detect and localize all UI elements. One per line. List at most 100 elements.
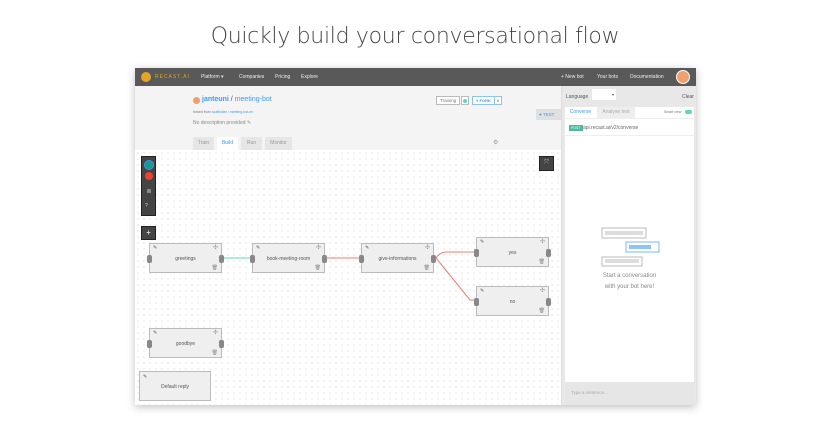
input-port[interactable] bbox=[147, 340, 152, 348]
input-port[interactable] bbox=[359, 255, 364, 263]
output-port[interactable] bbox=[219, 340, 224, 348]
pencil-icon[interactable]: ✎ bbox=[365, 245, 370, 251]
logo-text[interactable]: RECAST.AI bbox=[155, 73, 190, 80]
documentation-link[interactable]: Documentation bbox=[630, 74, 664, 80]
forked-owner-link[interactable]: scaffolder bbox=[211, 110, 227, 114]
move-icon[interactable]: ✣ bbox=[315, 245, 321, 251]
flow-node[interactable]: ✎✣give-informations🗑 bbox=[359, 243, 436, 273]
bot-name[interactable]: meeting-bot bbox=[234, 96, 272, 103]
pencil-icon[interactable]: ✎ bbox=[480, 239, 485, 245]
flow-node[interactable]: ✎✣book-meeting-room🗑 bbox=[250, 243, 327, 273]
pencil-icon[interactable]: ✎ bbox=[256, 245, 261, 251]
forked-label: forked from bbox=[193, 110, 211, 114]
success-node-tool[interactable] bbox=[144, 160, 154, 170]
node-label: greetings bbox=[175, 256, 196, 262]
nav-explore[interactable]: Explore bbox=[301, 74, 318, 80]
owner-avatar bbox=[193, 97, 200, 104]
top-nav: RECAST.AI Platform ▾ Companies Pricing E… bbox=[135, 68, 696, 86]
description: No description provided bbox=[193, 120, 246, 126]
new-bot-link[interactable]: + New bot bbox=[561, 74, 584, 80]
stop-tool-icon[interactable] bbox=[147, 189, 151, 193]
app-window: RECAST.AI Platform ▾ Companies Pricing E… bbox=[135, 68, 696, 405]
empty-state-line1: Start a conversation bbox=[602, 273, 657, 279]
flow-node[interactable]: ✎✣yes🗑 bbox=[474, 237, 551, 267]
training-button[interactable]: Training bbox=[436, 96, 461, 105]
bot-header: janteuni / meeting-bot forked from scaff… bbox=[135, 86, 561, 150]
avatar[interactable] bbox=[676, 70, 690, 84]
clear-button[interactable]: Clear bbox=[682, 94, 694, 100]
output-port[interactable] bbox=[322, 255, 327, 263]
help-icon[interactable]: ? bbox=[145, 203, 148, 209]
tab-monitor[interactable]: Monitor bbox=[265, 137, 292, 150]
move-icon[interactable]: ✣ bbox=[212, 245, 218, 251]
training-status bbox=[461, 96, 469, 105]
input-port[interactable] bbox=[147, 255, 152, 263]
flow-node[interactable]: ✎ ✣ goodbye 🗑 bbox=[147, 328, 224, 358]
forked-bot-link[interactable]: meeting-bot-en bbox=[229, 110, 254, 114]
language-label: Language bbox=[566, 94, 589, 100]
empty-state-line2: with your bot here! bbox=[604, 284, 655, 290]
separator: / bbox=[230, 96, 233, 103]
output-port[interactable] bbox=[546, 298, 551, 306]
output-port[interactable] bbox=[546, 249, 551, 257]
fork-label: ⑂ FORK bbox=[476, 98, 491, 103]
smart-view-label: Smart view bbox=[664, 110, 682, 114]
test-panel: Language ▾ Clear Converse Analyse text S… bbox=[561, 86, 696, 405]
add-node-button[interactable]: + bbox=[141, 226, 156, 240]
endpoint: api.recast.ai/v2/converse bbox=[583, 125, 639, 131]
method-badge: POST bbox=[569, 125, 583, 131]
nav-pricing[interactable]: Pricing bbox=[275, 74, 291, 80]
input-port[interactable] bbox=[474, 249, 479, 257]
tab-run[interactable]: Run bbox=[241, 137, 262, 150]
tab-train[interactable]: Train bbox=[193, 137, 214, 150]
output-port[interactable] bbox=[431, 255, 436, 263]
trash-icon[interactable]: 🗑 bbox=[211, 350, 218, 356]
link-give-yes bbox=[435, 251, 475, 259]
pencil-icon[interactable]: ✎ bbox=[153, 245, 158, 251]
flow-canvas[interactable]: ? + ⤧ ✎✣greetings🗑 ✎✣book-meeting-room🗑 … bbox=[135, 150, 561, 405]
trash-icon[interactable]: 🗑 bbox=[538, 308, 545, 314]
nav-platform[interactable]: Platform ▾ bbox=[201, 74, 224, 80]
move-icon[interactable]: ✣ bbox=[539, 288, 545, 294]
pencil-icon[interactable]: ✎ bbox=[480, 288, 485, 294]
pencil-icon[interactable]: ✎ bbox=[143, 374, 148, 380]
headline: Quickly build your conversational flow bbox=[210, 24, 620, 49]
default-reply-node[interactable]: ✎ Default reply bbox=[139, 371, 211, 401]
move-icon[interactable]: ✣ bbox=[539, 239, 545, 245]
settings-icon[interactable]: ⚙ bbox=[493, 140, 499, 146]
edit-icon[interactable]: ✎ bbox=[246, 120, 252, 126]
flow-node[interactable]: ✎ ✣ no 🗑 bbox=[474, 286, 551, 316]
node-label: no bbox=[509, 299, 516, 305]
tab-build[interactable]: Build bbox=[217, 137, 238, 150]
fullscreen-icon[interactable]: ⤧ bbox=[539, 156, 554, 171]
test-button[interactable]: ● TEST bbox=[536, 109, 561, 120]
conversation-illustration-icon bbox=[601, 227, 660, 267]
language-select[interactable]: ▾ bbox=[592, 89, 616, 100]
flow-links bbox=[224, 251, 475, 301]
trash-icon[interactable]: 🗑 bbox=[314, 265, 321, 271]
owner-link[interactable]: janteuni bbox=[202, 96, 229, 103]
pencil-icon[interactable]: ✎ bbox=[153, 330, 158, 336]
sentence-input[interactable]: Type a sentence... bbox=[565, 382, 694, 405]
flow-node[interactable]: ✎ ✣ greetings 🗑 bbox=[147, 243, 224, 273]
training-label: Training bbox=[440, 98, 457, 103]
nav-companies[interactable]: Companies bbox=[239, 74, 265, 80]
input-port[interactable] bbox=[474, 298, 479, 306]
fail-node-tool[interactable] bbox=[145, 172, 153, 180]
trash-icon[interactable]: 🗑 bbox=[211, 265, 218, 271]
your-bots-link[interactable]: Your bots bbox=[597, 74, 618, 80]
tab-converse[interactable]: Converse bbox=[565, 107, 596, 118]
node-label: Default reply bbox=[160, 384, 190, 390]
trash-icon[interactable]: 🗑 bbox=[538, 259, 545, 265]
input-port[interactable] bbox=[250, 255, 255, 263]
toolbox: ? bbox=[141, 156, 156, 216]
fork-button[interactable]: ⑂ FORK bbox=[472, 96, 495, 105]
link-give-no bbox=[435, 257, 475, 301]
trash-icon[interactable]: 🗑 bbox=[423, 265, 430, 271]
move-icon[interactable]: ✣ bbox=[212, 330, 218, 336]
output-port[interactable] bbox=[219, 255, 224, 263]
node-label: goodbye bbox=[175, 341, 196, 347]
tab-analyse-text[interactable]: Analyse text bbox=[597, 107, 635, 118]
smart-view-toggle[interactable] bbox=[685, 110, 692, 114]
move-icon[interactable]: ✣ bbox=[424, 245, 430, 251]
